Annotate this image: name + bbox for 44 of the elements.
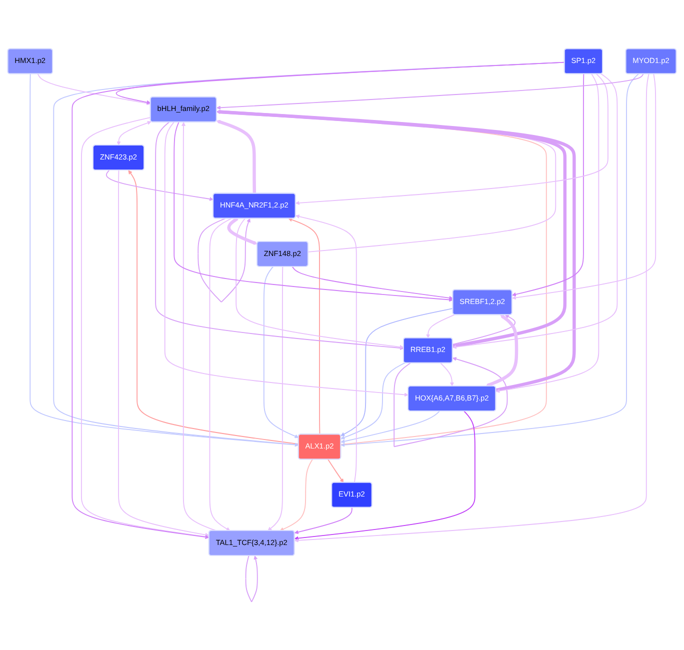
arrow (118, 170, 210, 536)
arrow (164, 121, 408, 396)
arrow (30, 73, 299, 446)
arrow (328, 458, 344, 482)
arrow (340, 410, 440, 443)
arrow (292, 266, 454, 300)
arrow (216, 73, 644, 110)
arrow (245, 554, 258, 602)
arrow (128, 170, 300, 444)
arrow (512, 73, 656, 300)
arrow (440, 362, 454, 386)
arrow (496, 73, 600, 393)
arrow (72, 62, 566, 539)
arrow (216, 110, 576, 392)
arrow (295, 214, 357, 483)
arrow (198, 218, 250, 302)
arrow (37, 73, 151, 105)
arrow (340, 362, 406, 440)
arrow (486, 314, 518, 387)
arrow (155, 121, 404, 350)
arrow (227, 216, 258, 245)
arrow (340, 308, 454, 436)
arrow (236, 218, 404, 349)
arrow (263, 266, 299, 438)
arrow (209, 218, 232, 531)
arrow (116, 120, 152, 146)
arrow (288, 218, 320, 434)
arrow (295, 73, 608, 205)
arrow (280, 458, 313, 531)
arrow (512, 73, 584, 296)
arrow (106, 170, 214, 201)
arrow (426, 314, 455, 338)
arrow (294, 410, 476, 540)
arrow (394, 356, 508, 447)
arrow (452, 314, 516, 345)
arrow (340, 73, 639, 447)
arrow (182, 122, 217, 531)
arrow (452, 73, 618, 349)
arrow (294, 506, 352, 534)
arrow (80, 116, 210, 538)
arrow (174, 121, 454, 302)
arrow (268, 266, 284, 531)
arrow (294, 73, 650, 542)
arrow (216, 120, 256, 194)
